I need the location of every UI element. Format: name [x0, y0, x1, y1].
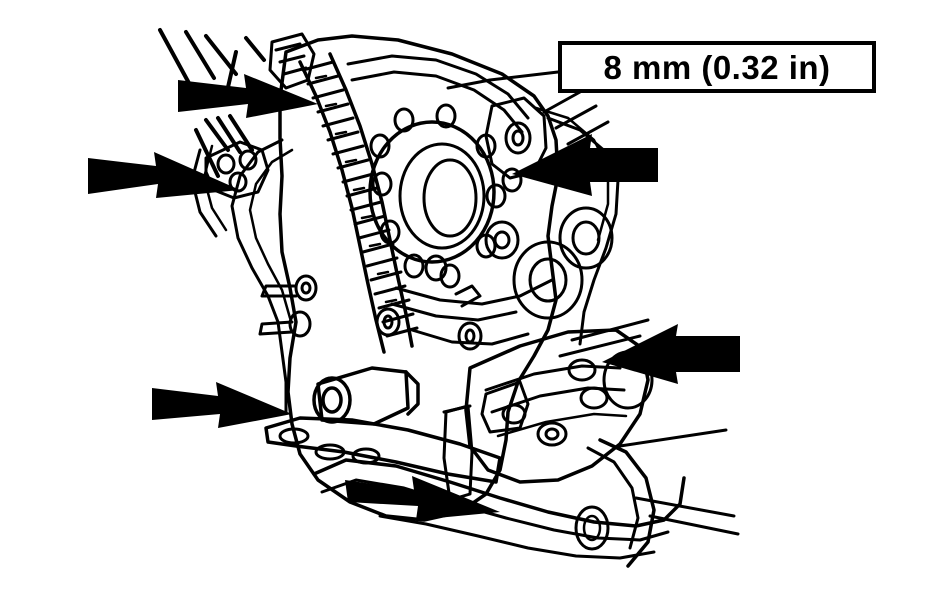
arrow-upper-right [512, 134, 658, 196]
lower-right-rib-3 [496, 412, 628, 438]
bottom-flange [264, 416, 502, 484]
measurement-callout-label: 8 mm (0.32 in) [603, 48, 831, 86]
dowel-pin-3 [454, 284, 482, 308]
measurement-callout-box: 8 mm (0.32 in) [558, 41, 876, 93]
timing-chain-links [301, 60, 419, 338]
flange-hole-b [238, 149, 258, 171]
arrow-mid-right [602, 324, 740, 384]
flange-hole-c [228, 171, 248, 193]
upper-rib-2 [350, 70, 524, 134]
bell-housing-hole-inner [582, 514, 602, 542]
line-art-group [158, 28, 740, 568]
bell-housing-arc-2 [586, 446, 640, 550]
bell-housing-hole [574, 505, 610, 551]
cover-outer-outline [278, 34, 560, 522]
callout-arrows-group [88, 74, 740, 520]
upper-rib [346, 54, 530, 120]
boss-hole-upper-right-2 [501, 167, 523, 193]
bell-housing-arc [598, 438, 656, 568]
flange-hole-a [216, 153, 236, 175]
crank-bore-outer [368, 120, 496, 264]
callout-leader-line [446, 70, 560, 90]
lower-right-boss-box [480, 380, 530, 434]
crank-bore-inner [398, 142, 486, 250]
vertical-post-cap [442, 404, 472, 414]
chain-guide-top [268, 32, 316, 90]
dowel-pin-1 [260, 284, 298, 298]
arrow-bottom [345, 476, 500, 520]
left-flange-edge [190, 148, 218, 238]
arrow-mid-left [88, 152, 240, 198]
upper-right-hatch [542, 90, 610, 146]
section-break-lines [558, 318, 740, 536]
lower-right-bracket [464, 328, 650, 484]
small-bolt-heads [288, 254, 483, 351]
arrow-upper-left [178, 74, 318, 118]
arrow-lower-left [152, 382, 292, 428]
lower-right-rib-1 [484, 364, 622, 392]
background-edge-lines [158, 28, 266, 178]
dowel-pin-2 [258, 320, 294, 336]
timing-chain-pin-holes [314, 74, 398, 304]
bottom-body-3 [378, 514, 656, 560]
bottom-body [312, 458, 686, 528]
crank-bore-inner-2 [422, 158, 478, 238]
bottom-body-2 [320, 478, 670, 542]
